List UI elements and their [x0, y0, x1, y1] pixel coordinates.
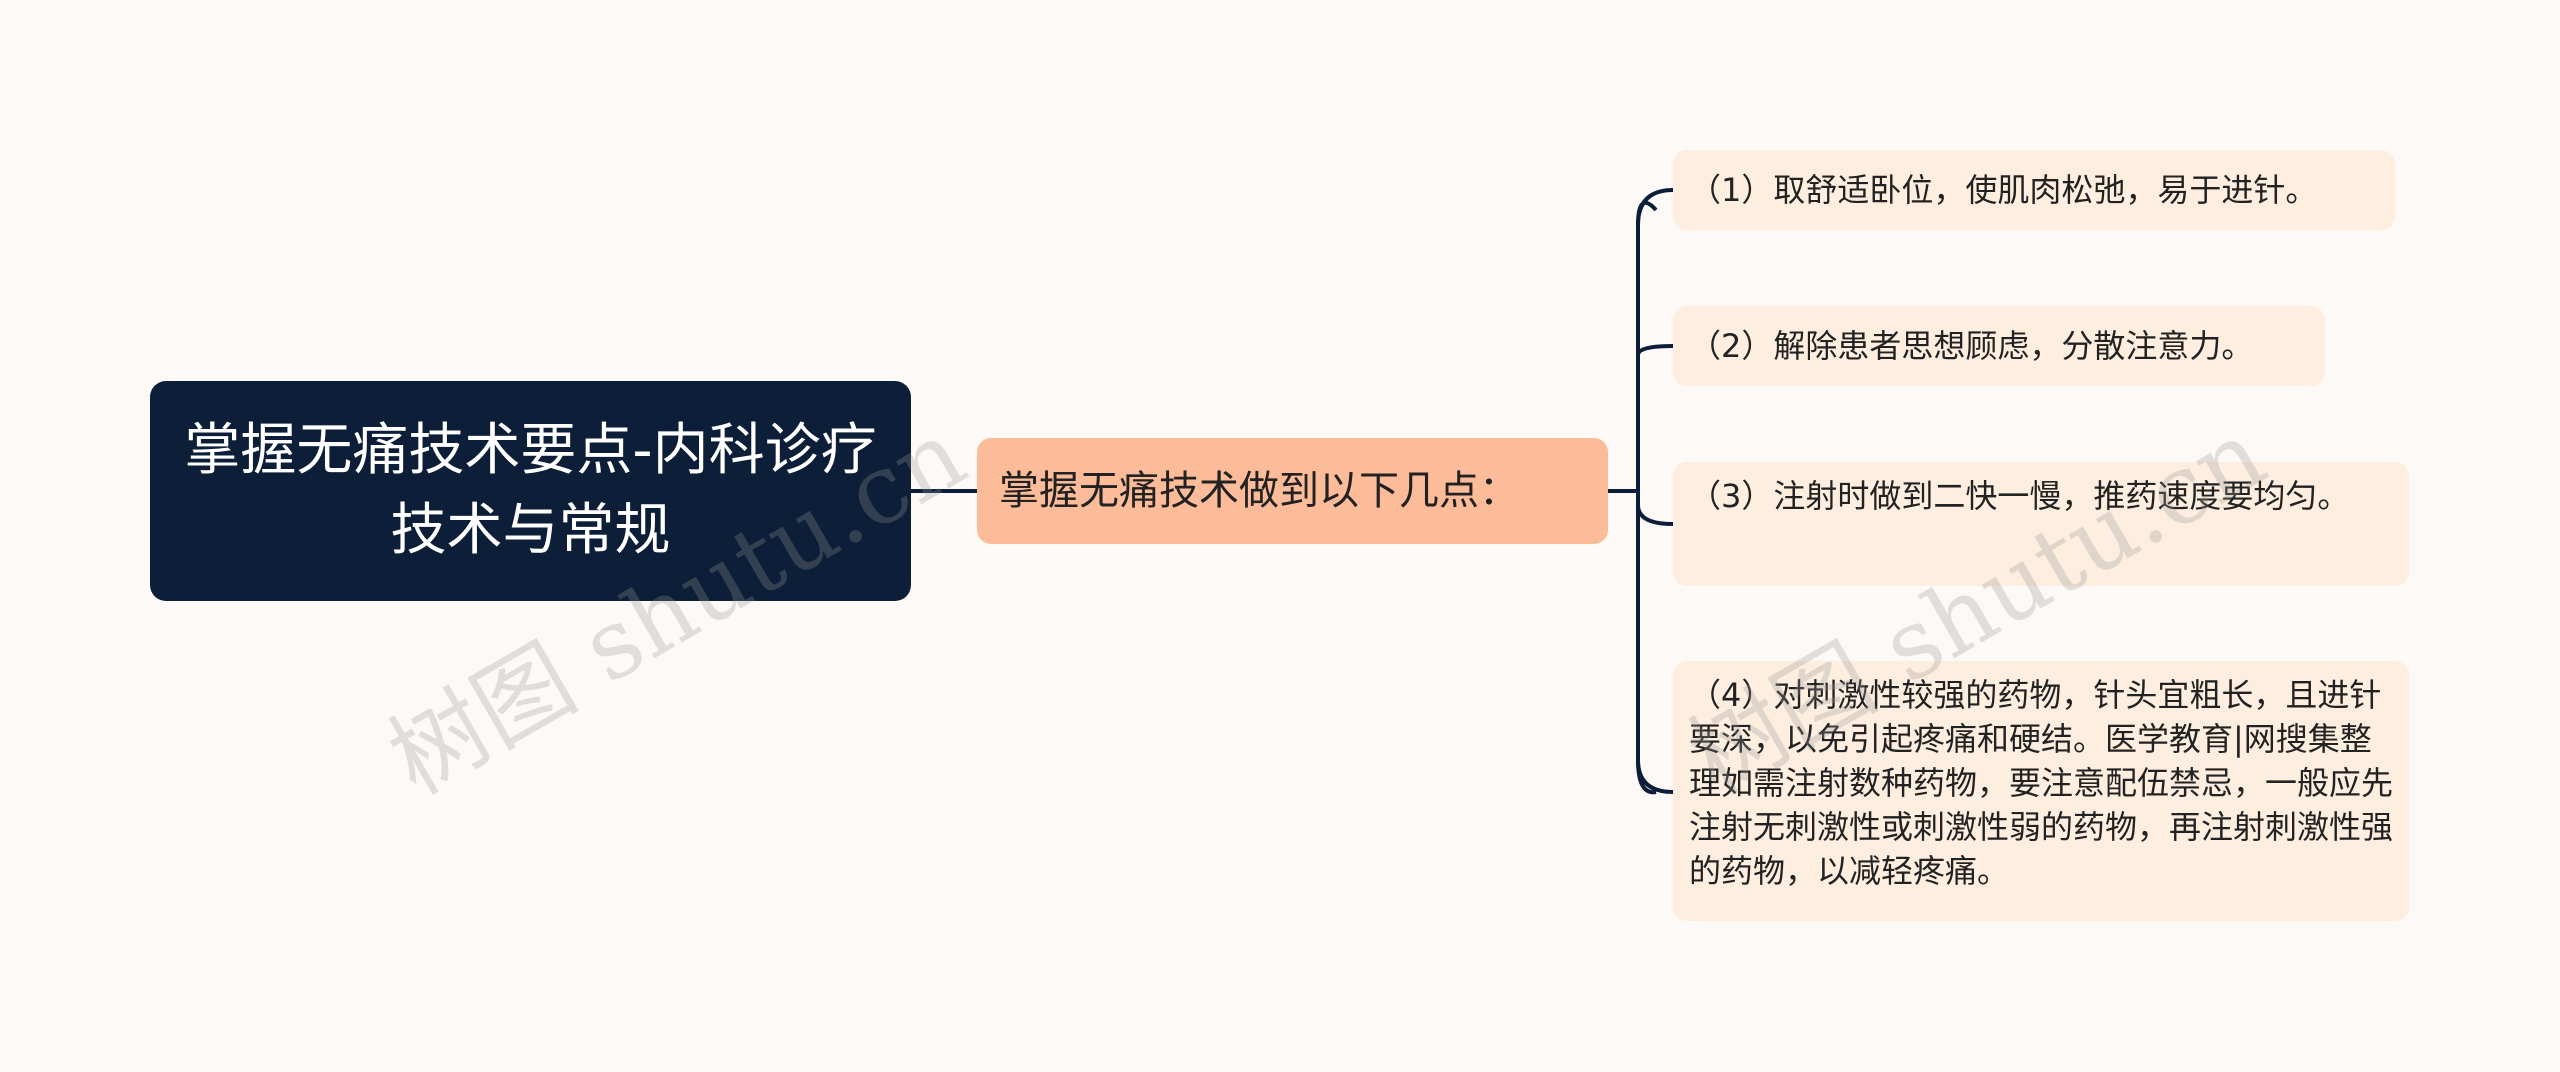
- branch-node[interactable]: 掌握无痛技术做到以下几点：: [977, 438, 1608, 544]
- connector-to-leaf-3: [1636, 504, 1674, 526]
- leaf-node-3-label: （3）注射时做到二快一慢，推药速度要均匀。: [1689, 477, 2350, 515]
- connector-vertical-spine: [1636, 200, 1658, 795]
- leaf-node-1[interactable]: （1）取舒适卧位，使肌肉松弛，易于进针。: [1673, 150, 2395, 230]
- leaf-node-3[interactable]: （3）注射时做到二快一慢，推药速度要均匀。: [1673, 462, 2409, 586]
- branch-node-label: 掌握无痛技术做到以下几点：: [999, 468, 1519, 514]
- root-node-label: 掌握无痛技术要点-内科诊疗技术与常规: [184, 418, 877, 563]
- leaf-node-2-label: （2）解除患者思想顾虑，分散注意力。: [1689, 327, 2254, 365]
- leaf-node-4[interactable]: （4）对刺激性较强的药物，针头宜粗长，且进针要深，以免引起疼痛和硬结。医学教育|…: [1673, 661, 2409, 921]
- leaf-node-4-label: （4）对刺激性较强的药物，针头宜粗长，且进针要深，以免引起疼痛和硬结。医学教育|…: [1689, 676, 2394, 890]
- connector-to-leaf-2: [1636, 344, 1674, 356]
- connector-to-leaf-4: [1636, 759, 1674, 794]
- connector-to-leaf-1: [1636, 188, 1674, 226]
- root-node[interactable]: 掌握无痛技术要点-内科诊疗技术与常规: [150, 381, 911, 601]
- leaf-node-1-label: （1）取舒适卧位，使肌肉松弛，易于进针。: [1689, 171, 2318, 209]
- leaf-node-2[interactable]: （2）解除患者思想顾虑，分散注意力。: [1673, 306, 2325, 386]
